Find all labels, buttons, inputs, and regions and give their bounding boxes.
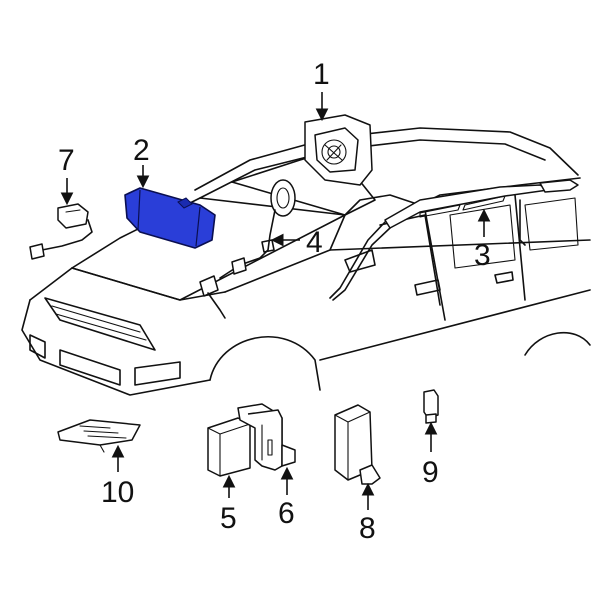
part-8-module[interactable] bbox=[334, 404, 381, 485]
callout-5[interactable]: 5 bbox=[220, 502, 237, 535]
callout-6[interactable]: 6 bbox=[278, 497, 295, 530]
callout-9[interactable]: 9 bbox=[422, 456, 439, 489]
callout-3[interactable]: 3 bbox=[474, 239, 491, 272]
part-3-curtain-airbag[interactable] bbox=[329, 179, 579, 301]
callout-10[interactable]: 10 bbox=[101, 476, 134, 509]
part-7-sensor[interactable] bbox=[29, 203, 93, 260]
callout-2[interactable]: 2 bbox=[133, 134, 150, 167]
callout-1[interactable]: 1 bbox=[313, 58, 330, 91]
part-9-impact-sensor[interactable] bbox=[423, 389, 439, 424]
part-4-clockspring[interactable] bbox=[199, 179, 296, 319]
callout-7[interactable]: 7 bbox=[58, 144, 75, 177]
part-2-passenger-airbag[interactable] bbox=[124, 187, 216, 249]
vehicle-outline bbox=[21, 127, 591, 396]
part-5-control-module[interactable] bbox=[207, 417, 251, 477]
callout-arrows bbox=[60, 92, 491, 510]
part-6-bracket[interactable] bbox=[237, 403, 296, 471]
part-10-seat-sensor-mat[interactable] bbox=[57, 419, 141, 453]
part-1-driver-airbag[interactable] bbox=[304, 114, 373, 186]
callout-labels: 1 2 3 4 5 6 7 8 9 10 bbox=[58, 58, 491, 545]
callout-8[interactable]: 8 bbox=[359, 512, 376, 545]
callout-4[interactable]: 4 bbox=[306, 226, 323, 259]
passenger-airbag-body[interactable] bbox=[124, 187, 216, 249]
